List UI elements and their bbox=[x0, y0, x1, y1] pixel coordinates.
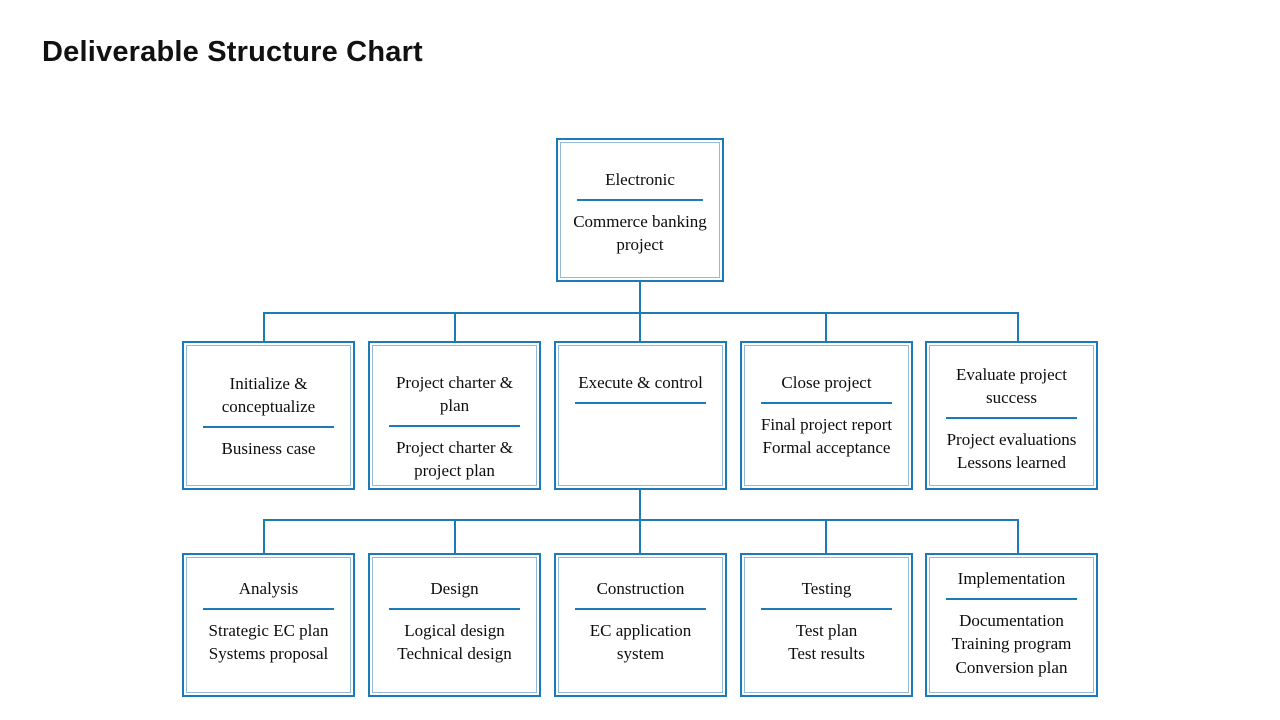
node-divider bbox=[946, 416, 1077, 419]
node-divider bbox=[575, 607, 706, 610]
node-divider bbox=[389, 424, 520, 427]
connector-root-stem bbox=[639, 281, 641, 313]
node-root-electronic[interactable]: Electronic Commerce banking project bbox=[556, 138, 724, 282]
node-divider bbox=[203, 607, 334, 610]
node-analysis[interactable]: Analysis Strategic EC plan Systems propo… bbox=[182, 553, 355, 697]
node-header: Testing bbox=[801, 579, 852, 598]
node-inner: Testing Test plan Test results bbox=[744, 557, 909, 693]
connector-drop-level3-1 bbox=[263, 519, 265, 553]
connector-drop-level3-2 bbox=[454, 519, 456, 553]
node-body: Test plan Test results bbox=[788, 620, 865, 664]
node-inner: Electronic Commerce banking project bbox=[560, 142, 720, 278]
connector-drop-level2-2 bbox=[454, 312, 456, 342]
node-design[interactable]: Design Logical design Technical design bbox=[368, 553, 541, 697]
node-inner: Construction EC application system bbox=[558, 557, 723, 693]
node-construction[interactable]: Construction EC application system bbox=[554, 553, 727, 697]
node-header: Construction bbox=[596, 579, 685, 598]
connector-drop-level3-3 bbox=[639, 519, 641, 553]
node-body: EC application system bbox=[589, 620, 692, 664]
node-header: Design bbox=[430, 579, 479, 598]
node-inner: Project charter & plan Project charter &… bbox=[372, 345, 537, 486]
connector-drop-level2-5 bbox=[1017, 312, 1019, 342]
connector-execute-stem bbox=[639, 490, 641, 521]
node-header: Implementation bbox=[957, 569, 1066, 588]
node-body: Final project report Formal acceptance bbox=[760, 414, 893, 458]
node-implementation[interactable]: Implementation Documentation Training pr… bbox=[925, 553, 1098, 697]
node-inner: Analysis Strategic EC plan Systems propo… bbox=[186, 557, 351, 693]
node-testing[interactable]: Testing Test plan Test results bbox=[740, 553, 913, 697]
node-divider bbox=[577, 198, 703, 201]
node-divider bbox=[389, 607, 520, 610]
node-divider bbox=[946, 597, 1077, 600]
node-header: Close project bbox=[781, 373, 872, 392]
node-body bbox=[559, 404, 722, 413]
node-inner: Close project Final project report Forma… bbox=[744, 345, 909, 486]
node-header: Project charter & plan bbox=[395, 373, 514, 415]
node-divider bbox=[761, 401, 892, 404]
page-title: Deliverable Structure Chart bbox=[42, 36, 423, 68]
node-body: Business case bbox=[221, 438, 316, 458]
node-body: Project evaluations Lessons learned bbox=[946, 429, 1077, 473]
node-header: Initialize & conceptualize bbox=[221, 374, 316, 416]
connector-level3-bus bbox=[263, 519, 1019, 521]
node-inner: Initialize & conceptualize Business case bbox=[186, 345, 351, 486]
node-header: Analysis bbox=[238, 579, 299, 598]
node-header: Electronic bbox=[605, 170, 675, 189]
node-divider bbox=[761, 607, 892, 610]
connector-drop-level3-4 bbox=[825, 519, 827, 553]
node-header: Evaluate project success bbox=[956, 365, 1067, 407]
node-body: Project charter & project plan bbox=[395, 437, 514, 481]
node-inner: Execute & control bbox=[558, 345, 723, 486]
node-inner: Evaluate project success Project evaluat… bbox=[929, 345, 1094, 486]
node-divider bbox=[575, 401, 706, 404]
node-header: Execute & control bbox=[578, 373, 703, 392]
node-body: Logical design Technical design bbox=[397, 620, 512, 664]
connector-drop-level2-1 bbox=[263, 312, 265, 342]
node-inner: Design Logical design Technical design bbox=[372, 557, 537, 693]
node-evaluate-project-success[interactable]: Evaluate project success Project evaluat… bbox=[925, 341, 1098, 490]
connector-drop-level2-3 bbox=[639, 312, 641, 342]
connector-drop-level2-4 bbox=[825, 312, 827, 342]
connector-drop-level3-5 bbox=[1017, 519, 1019, 553]
node-project-charter-plan[interactable]: Project charter & plan Project charter &… bbox=[368, 341, 541, 490]
node-execute-control[interactable]: Execute & control bbox=[554, 341, 727, 490]
node-body: Strategic EC plan Systems proposal bbox=[208, 620, 329, 664]
node-close-project[interactable]: Close project Final project report Forma… bbox=[740, 341, 913, 490]
node-divider bbox=[203, 425, 334, 428]
node-body: Documentation Training program Conversio… bbox=[951, 610, 1072, 677]
node-initialize-conceptualize[interactable]: Initialize & conceptualize Business case bbox=[182, 341, 355, 490]
node-inner: Implementation Documentation Training pr… bbox=[929, 557, 1094, 693]
connector-level2-bus bbox=[263, 312, 1019, 314]
node-body: Commerce banking project bbox=[573, 211, 707, 255]
